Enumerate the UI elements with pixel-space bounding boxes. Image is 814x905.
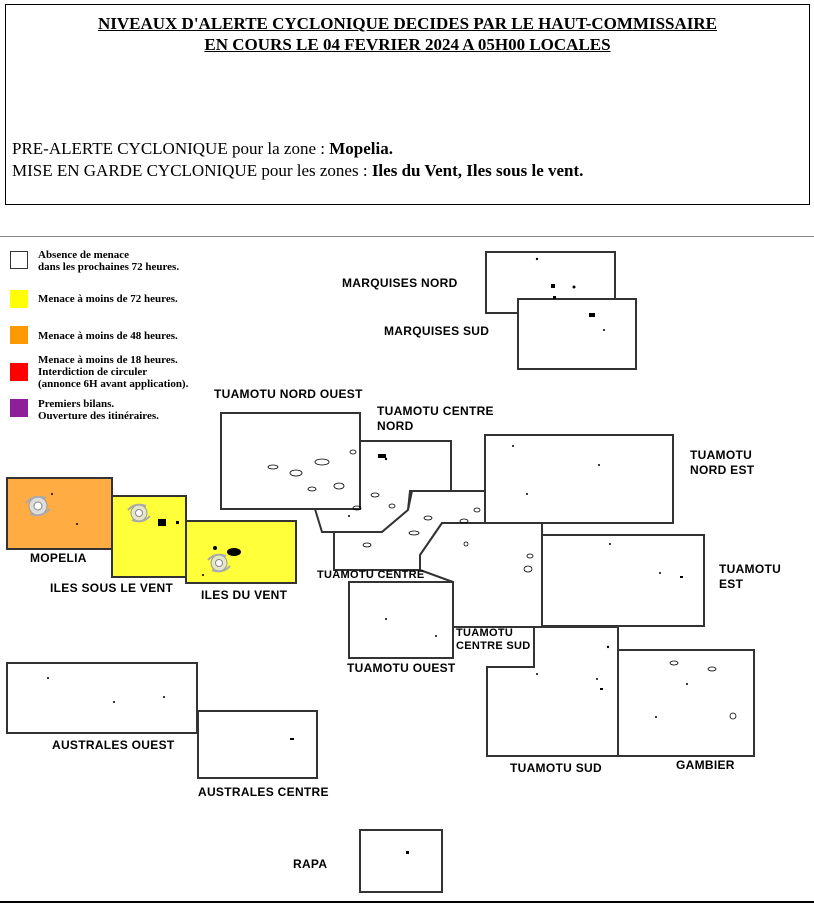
zone-iles-sous-le-vent[interactable] [111,495,187,578]
zone-australes-ouest[interactable] [6,662,198,734]
zone-mopelia[interactable] [6,477,113,550]
legend-swatch-orange [10,326,28,344]
alert-lines: PRE-ALERTE CYCLONIQUE pour la zone : Mop… [12,138,583,182]
pre-alert-line: PRE-ALERTE CYCLONIQUE pour la zone : Mop… [12,138,583,160]
bottom-border [0,901,814,903]
header-title-line1: NIVEAUX D'ALERTE CYCLONIQUE DECIDES PAR … [97,14,718,33]
legend-text-3: Menace à moins de 18 heures.Interdiction… [38,354,189,390]
pre-alert-label: PRE-ALERTE CYCLONIQUE [12,139,228,158]
zone-tuamotu-nord-ouest[interactable] [220,412,361,510]
label-tuamotu-sud: TUAMOTU SUD [510,761,602,775]
legend-swatch-red [10,363,28,381]
mise-en-garde-label: MISE EN GARDE CYCLONIQUE [12,161,258,180]
mise-en-garde-line: MISE EN GARDE CYCLONIQUE pour les zones … [12,160,583,182]
islands [47,257,688,854]
label-marquises-sud: MARQUISES SUD [384,324,490,338]
label-marquises-nord: MARQUISES NORD [342,276,458,290]
label-australes-centre: AUSTRALES CENTRE [198,785,329,799]
alert-header-box: NIVEAUX D'ALERTE CYCLONIQUE DECIDES PAR … [5,4,810,205]
label-tuamotu-nord-ouest: TUAMOTU NORD OUEST [214,387,363,401]
header-title-line2: EN COURS LE 04 FEVRIER 2024 A 05H00 LOCA… [204,35,611,54]
label-iles-du-vent: ILES DU VENT [201,588,288,602]
cyclone-icon-mopelia [25,495,51,517]
zone-australes-centre[interactable] [197,710,318,779]
legend-swatch-yellow [10,290,28,308]
zone-tuamotu-ouest[interactable] [348,581,454,659]
zone-tuamotu-sud[interactable] [486,626,619,757]
zone-tuamotu-nord-est[interactable] [484,434,674,524]
legend-text-1: Menace à moins de 72 heures. [38,293,178,305]
pre-alert-mid: pour la zone : [227,139,330,158]
zone-rapa[interactable] [359,829,443,893]
cyclone-icon-iles-du-vent [207,553,231,573]
mise-en-garde-mid: pour les zones : [257,161,372,180]
label-australes-ouest: AUSTRALES OUEST [52,738,175,752]
label-tuamotu-ouest: TUAMOTU OUEST [347,661,456,675]
label-mopelia: MOPELIA [30,551,87,565]
zone-tuamotu-est[interactable] [541,534,705,627]
zone-marquises-sud[interactable] [517,298,637,370]
legend-text-2: Menace à moins de 48 heures. [38,330,178,342]
label-tuamotu-centre: TUAMOTU CENTRE [317,569,425,581]
legend-text-4: Premiers bilans.Ouverture des itinéraire… [38,398,159,422]
legend-swatch-purple [10,399,28,417]
cyclone-icons [25,495,231,573]
legend-swatch-white [10,251,28,269]
cyclone-icon-iles-sous-le-vent [127,503,151,523]
label-rapa: RAPA [293,857,328,871]
atolls [267,449,737,720]
label-gambier: GAMBIER [676,758,735,772]
pre-alert-zone: Mopelia. [329,139,393,158]
label-iles-sous-le-vent: ILES SOUS LE VENT [50,581,174,595]
separator-line [0,236,814,237]
zone-gambier[interactable] [617,649,755,757]
mise-en-garde-zones: Iles du Vent, Iles sous le vent. [371,161,584,180]
